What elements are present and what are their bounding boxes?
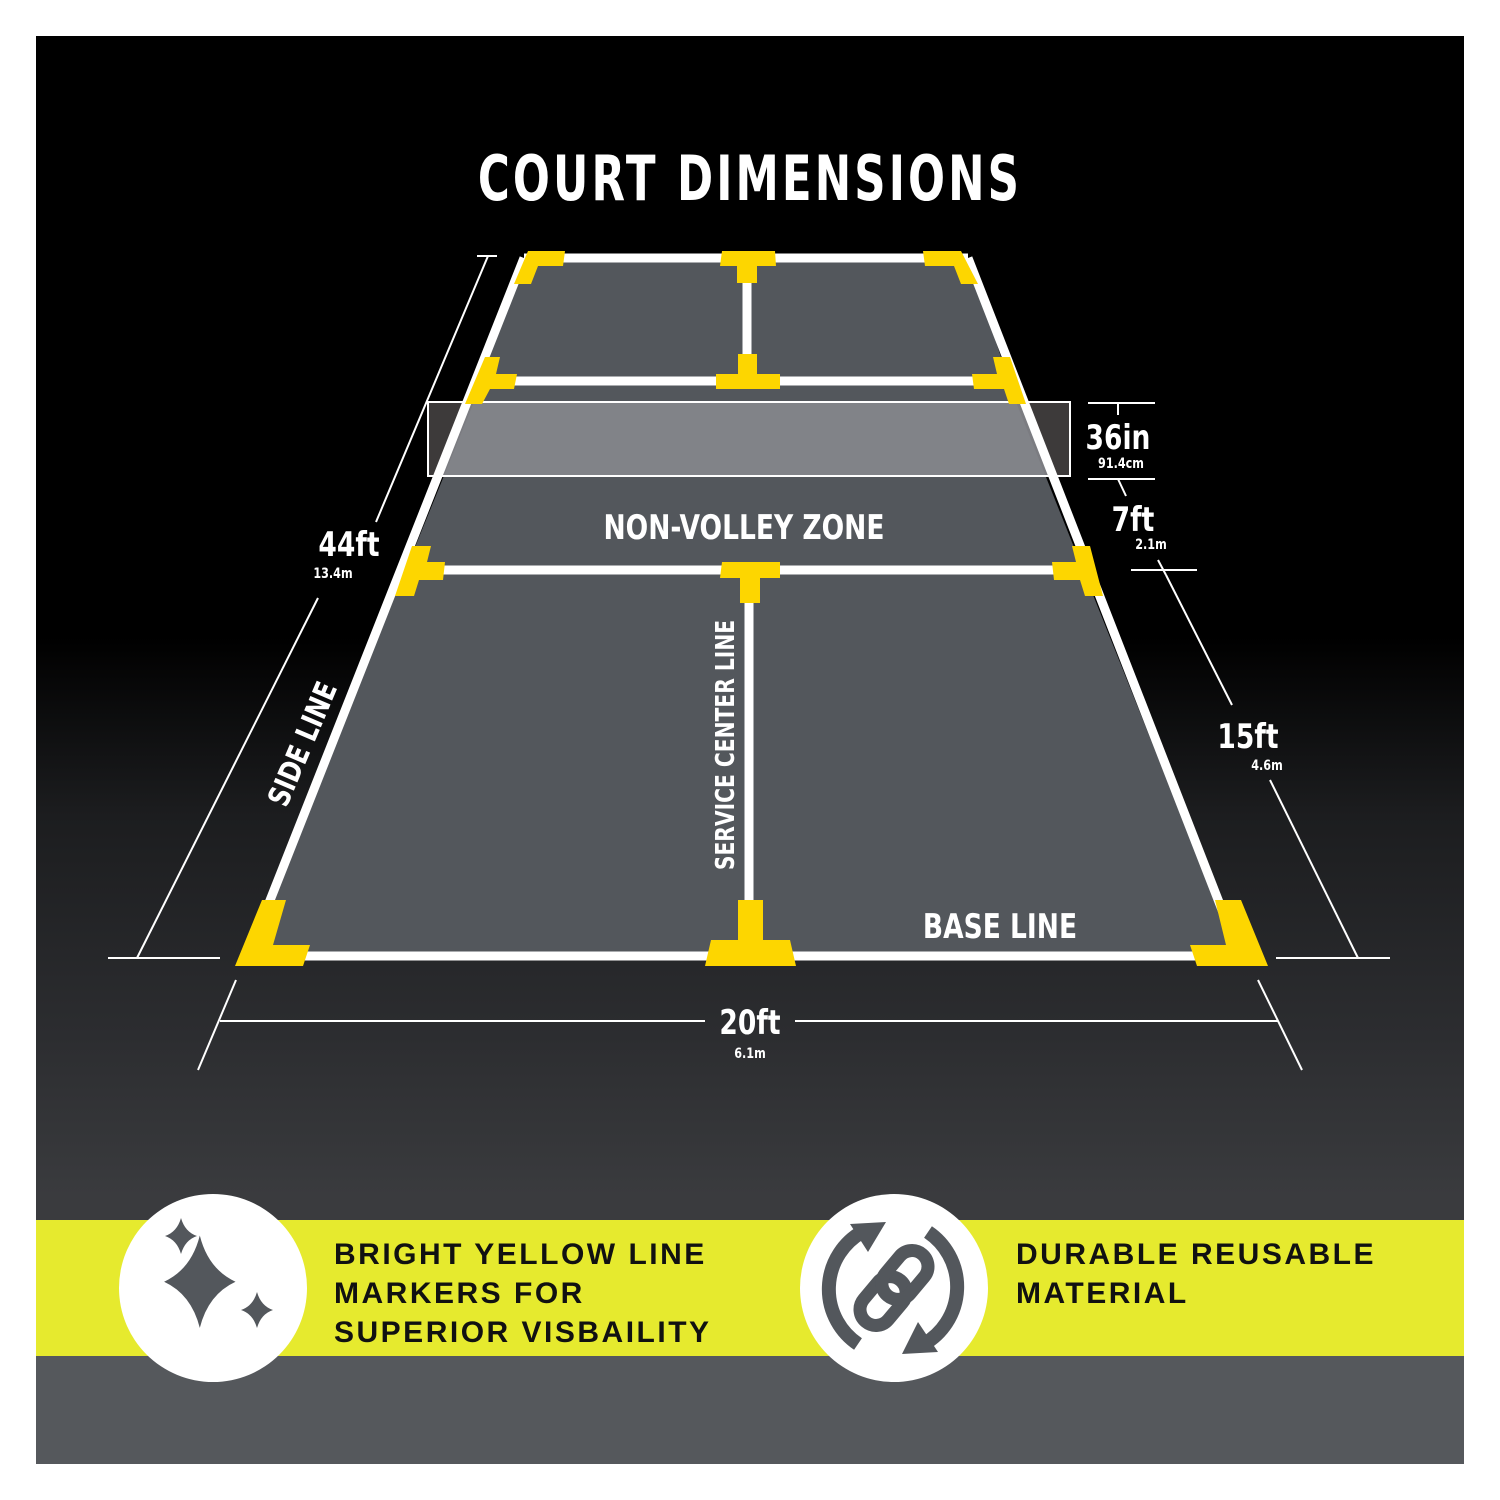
- base-line-label: BASE LINE: [923, 908, 1077, 947]
- length-imperial: 44ft: [318, 526, 379, 565]
- feature-1-line-1: BRIGHT YELLOW LINE: [334, 1238, 707, 1271]
- marker-far-right-corner: [923, 251, 978, 284]
- marker-near-left-corner: [235, 900, 310, 966]
- feature-2-line-2: MATERIAL: [1016, 1277, 1189, 1310]
- feature-1-text: BRIGHT YELLOW LINE MARKERS FOR SUPERIOR …: [334, 1235, 712, 1352]
- court-near-half: [248, 402, 1238, 958]
- marker-far-left-corner: [514, 251, 565, 284]
- length-metric: 13.4m: [313, 565, 352, 582]
- marker-near-right-corner: [1190, 900, 1268, 966]
- marker-far-kitchen-left: [465, 357, 517, 404]
- feature-2-badge: [800, 1194, 988, 1382]
- non-volley-zone-label: NON-VOLLEY ZONE: [604, 509, 885, 548]
- feature-1-line-3: SUPERIOR VISBAILITY: [334, 1316, 712, 1349]
- sparkle-icon: [164, 1218, 273, 1328]
- dimension-lines: [108, 255, 1390, 1071]
- yellow-line-markers: [235, 251, 1268, 966]
- non-volley-depth-metric: 2.1m: [1135, 536, 1166, 553]
- net-height-imperial: 36in: [1086, 419, 1151, 458]
- marker-near-kitchen-right: [1052, 546, 1103, 596]
- marker-far-baseline-t: [720, 251, 776, 283]
- marker-near-kitchen-t: [720, 562, 780, 603]
- reusable-link-icon: [821, 1222, 965, 1354]
- marker-near-kitchen-left: [395, 546, 445, 596]
- service-center-line-label: SERVICE CENTER LINE: [711, 620, 741, 870]
- net-height-metric: 91.4cm: [1098, 455, 1144, 472]
- feature-1-badge: [119, 1194, 307, 1382]
- bottom-strip: [36, 1356, 1464, 1464]
- service-depth-metric: 4.6m: [1251, 757, 1282, 774]
- net: [427, 401, 1071, 477]
- width-imperial: 20ft: [719, 1004, 780, 1043]
- service-depth-imperial: 15ft: [1217, 718, 1278, 757]
- feature-1-line-2: MARKERS FOR: [334, 1277, 585, 1310]
- marker-far-kitchen-t: [716, 354, 780, 389]
- non-volley-depth-imperial: 7ft: [1112, 501, 1155, 540]
- width-metric: 6.1m: [734, 1045, 765, 1062]
- marker-far-kitchen-right: [972, 357, 1026, 404]
- page-title: COURT DIMENSIONS: [477, 142, 1023, 215]
- feature-2-text: DURABLE REUSABLE MATERIAL: [1016, 1235, 1376, 1313]
- marker-near-baseline-t: [705, 900, 796, 966]
- feature-2-line-1: DURABLE REUSABLE: [1016, 1238, 1377, 1271]
